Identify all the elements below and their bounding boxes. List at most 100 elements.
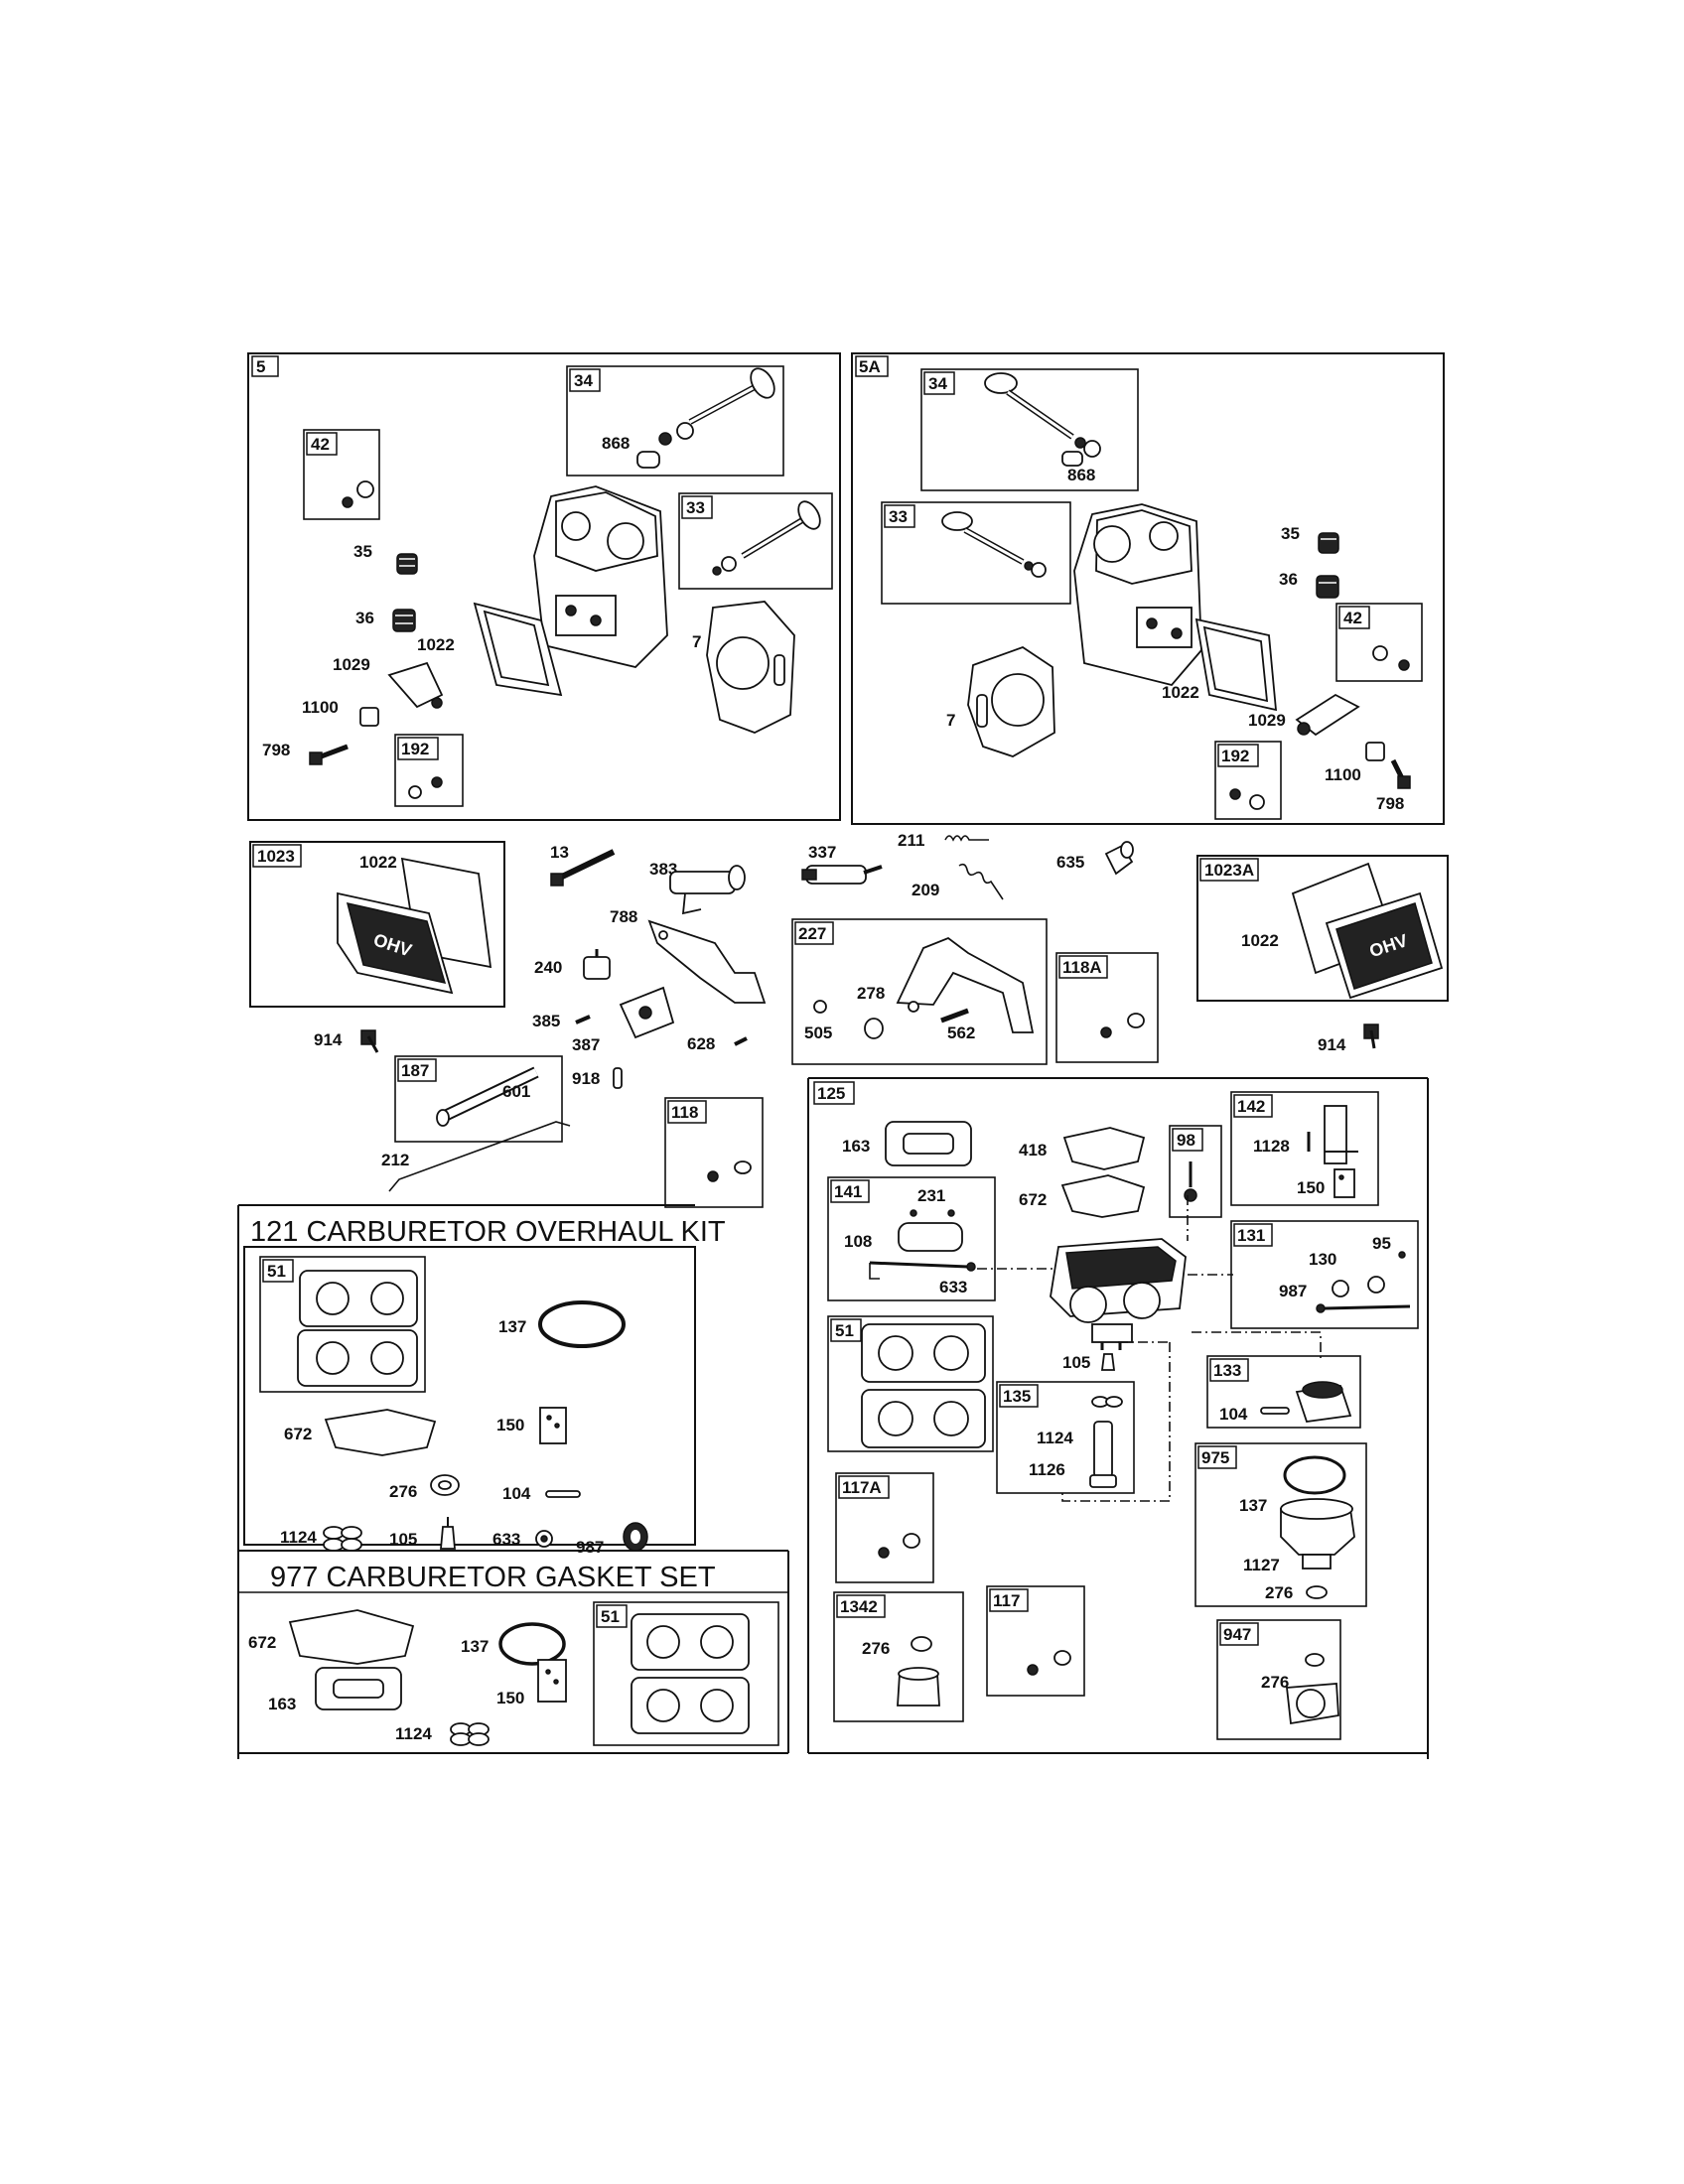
pivot-icon [359,707,379,727]
tag-42: 42 [311,435,330,454]
gasket-icon [885,1121,972,1166]
kit-977-title: 977 CARBURETOR GASKET SET [270,1562,716,1593]
label-628: 628 [687,1034,715,1053]
valve-keeper-icon [1372,645,1410,671]
head-gasket-icon [706,601,795,734]
rocker-arm-icon [1295,693,1360,737]
bolt-icon [309,744,349,765]
tag-98: 98 [1177,1131,1195,1150]
label-7: 7 [692,632,701,651]
label-278: 278 [857,984,885,1003]
label-95: 95 [1372,1234,1391,1253]
label-13: 13 [550,843,569,862]
label-7: 7 [946,711,955,730]
label-1022: 1022 [1162,683,1199,702]
gasket-icon [324,1409,437,1456]
nut-icon [1229,788,1265,810]
label-914: 914 [1318,1035,1346,1054]
label-108: 108 [844,1232,872,1251]
spring-icon [958,863,1004,900]
head-gasket-icon [967,645,1055,757]
label-987: 987 [576,1538,604,1557]
tag-117A: 117A [842,1478,882,1497]
tag-133: 133 [1213,1361,1241,1380]
section-118A-tag: 118A [1062,958,1102,977]
section-1023: 1023 1022 OHV [249,841,505,1008]
pivot-icon [1365,742,1385,761]
o-ring-icon [538,1300,626,1348]
label-1124: 1124 [395,1724,432,1743]
screw-icon [878,1533,920,1559]
screw-icon [707,1160,752,1182]
throttle-shaft-icon [869,1261,976,1280]
nut-icon [408,776,443,799]
label-231: 231 [917,1186,945,1205]
screw-icon [1027,1650,1071,1676]
label-387: 387 [572,1035,600,1054]
valve-icon [636,367,775,469]
gasket-icon [315,1667,402,1710]
label-209: 209 [912,881,939,899]
label-914: 914 [314,1030,343,1049]
label-788: 788 [610,907,637,926]
label-105: 105 [1062,1353,1090,1372]
valve-icon [583,949,611,980]
rocker-cover-icon: OHV [1291,862,1444,1000]
section-1023-tag: 1023 [257,847,295,866]
nut-icon [813,1000,827,1014]
gasket-icon [323,1526,362,1552]
label-150: 150 [496,1416,524,1434]
label-1022: 1022 [1241,931,1279,950]
label-672: 672 [284,1425,312,1443]
label-276: 276 [389,1482,417,1501]
gasket-icon [288,1609,415,1665]
pin-icon [545,1490,581,1498]
label-385: 385 [532,1012,560,1030]
section-5A-tag: 5A [859,357,881,376]
washer-icon [430,1474,460,1496]
label-150: 150 [1297,1178,1325,1197]
needle-icon [440,1517,456,1550]
gasket-icon [1060,1174,1146,1218]
label-1124: 1124 [1037,1429,1073,1447]
label-137: 137 [1239,1496,1267,1515]
label-105: 105 [389,1530,417,1549]
label-1100: 1100 [302,698,339,717]
needle-icon [1100,1353,1116,1371]
link-rod-icon [388,1121,571,1192]
tag-51: 51 [835,1321,854,1340]
label-150: 150 [496,1689,524,1707]
tag-33: 33 [889,507,908,526]
spring-icon [944,835,989,842]
label-1029: 1029 [1248,711,1286,730]
screw-icon [1184,1161,1197,1202]
choke-shaft-icon [1307,1105,1358,1164]
washer-icon [535,1530,553,1548]
label-798: 798 [262,741,290,759]
section-118: 118 [664,1097,764,1208]
label-1127: 1127 [1243,1556,1280,1574]
plate-icon [1333,1168,1355,1198]
carburetor-gasket-icon [631,1613,750,1734]
label-36: 36 [355,609,374,627]
choke-plate-icon [1316,1251,1411,1313]
rocker-cover-icon: OHV [337,857,492,995]
kit-121: 121 CARBURETOR OVERHAUL KIT 51 137 672 1… [237,1204,726,1759]
pin-icon [613,1067,623,1089]
tag-947: 947 [1223,1625,1251,1644]
label-1124: 1124 [280,1528,317,1547]
label-1126: 1126 [1029,1460,1065,1479]
fuel-solenoid-icon [897,1636,940,1706]
fuel-solenoid-icon [1286,1653,1339,1725]
fitting-icon [1104,841,1134,876]
label-337: 337 [808,843,836,862]
seal-icon [623,1522,648,1552]
label-633: 633 [939,1278,967,1297]
section-1023A-tag: 1023A [1204,861,1254,880]
tag-141: 141 [834,1182,862,1201]
label-163: 163 [842,1137,870,1156]
pulse-pump-icon [619,986,675,1039]
tag-192: 192 [401,740,429,758]
label-987: 987 [1279,1282,1307,1300]
